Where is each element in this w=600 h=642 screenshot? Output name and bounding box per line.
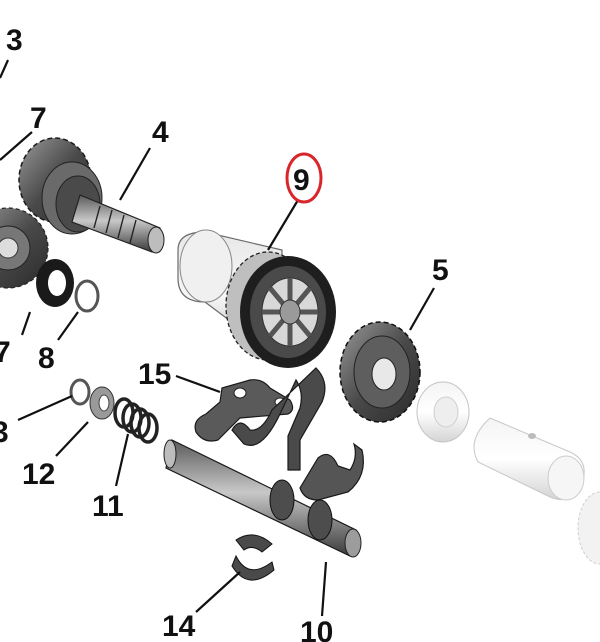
part-9-shift-drum [177,229,336,368]
part-11-spring [113,397,159,444]
callout-10[interactable]: 10 [300,616,333,642]
faded-pin [473,417,585,501]
part-12-washer [89,386,115,420]
faded-gear-right [577,491,600,565]
part-14-bushing [231,534,275,581]
part-10-fork-shaft [163,439,362,558]
highlight-ring [285,152,323,204]
part-8-circlip [74,279,100,313]
callout-15[interactable]: 15 [138,358,171,391]
callout-14[interactable]: 14 [162,610,196,642]
part-13-circlip [69,378,91,406]
callout-5[interactable]: 5 [432,254,449,287]
callout-9[interactable]: 9 [293,164,310,197]
callout-3-left[interactable]: 3 [0,416,9,449]
faded-bearing [416,381,470,443]
callout-8[interactable]: 8 [38,342,55,375]
callout-12[interactable]: 12 [22,458,55,491]
callout-7-top[interactable]: 7 [30,102,47,135]
callout-4[interactable]: 4 [152,116,169,149]
leader-lines [0,59,435,617]
part-5-gear [339,321,421,423]
callout-3-top[interactable]: 3 [6,24,23,57]
part-7-washer [36,259,74,307]
part-4-shaft [71,194,165,254]
shift-forks [231,367,364,501]
callout-7-left[interactable]: 7 [0,336,11,369]
callout-11[interactable]: 11 [92,490,124,523]
